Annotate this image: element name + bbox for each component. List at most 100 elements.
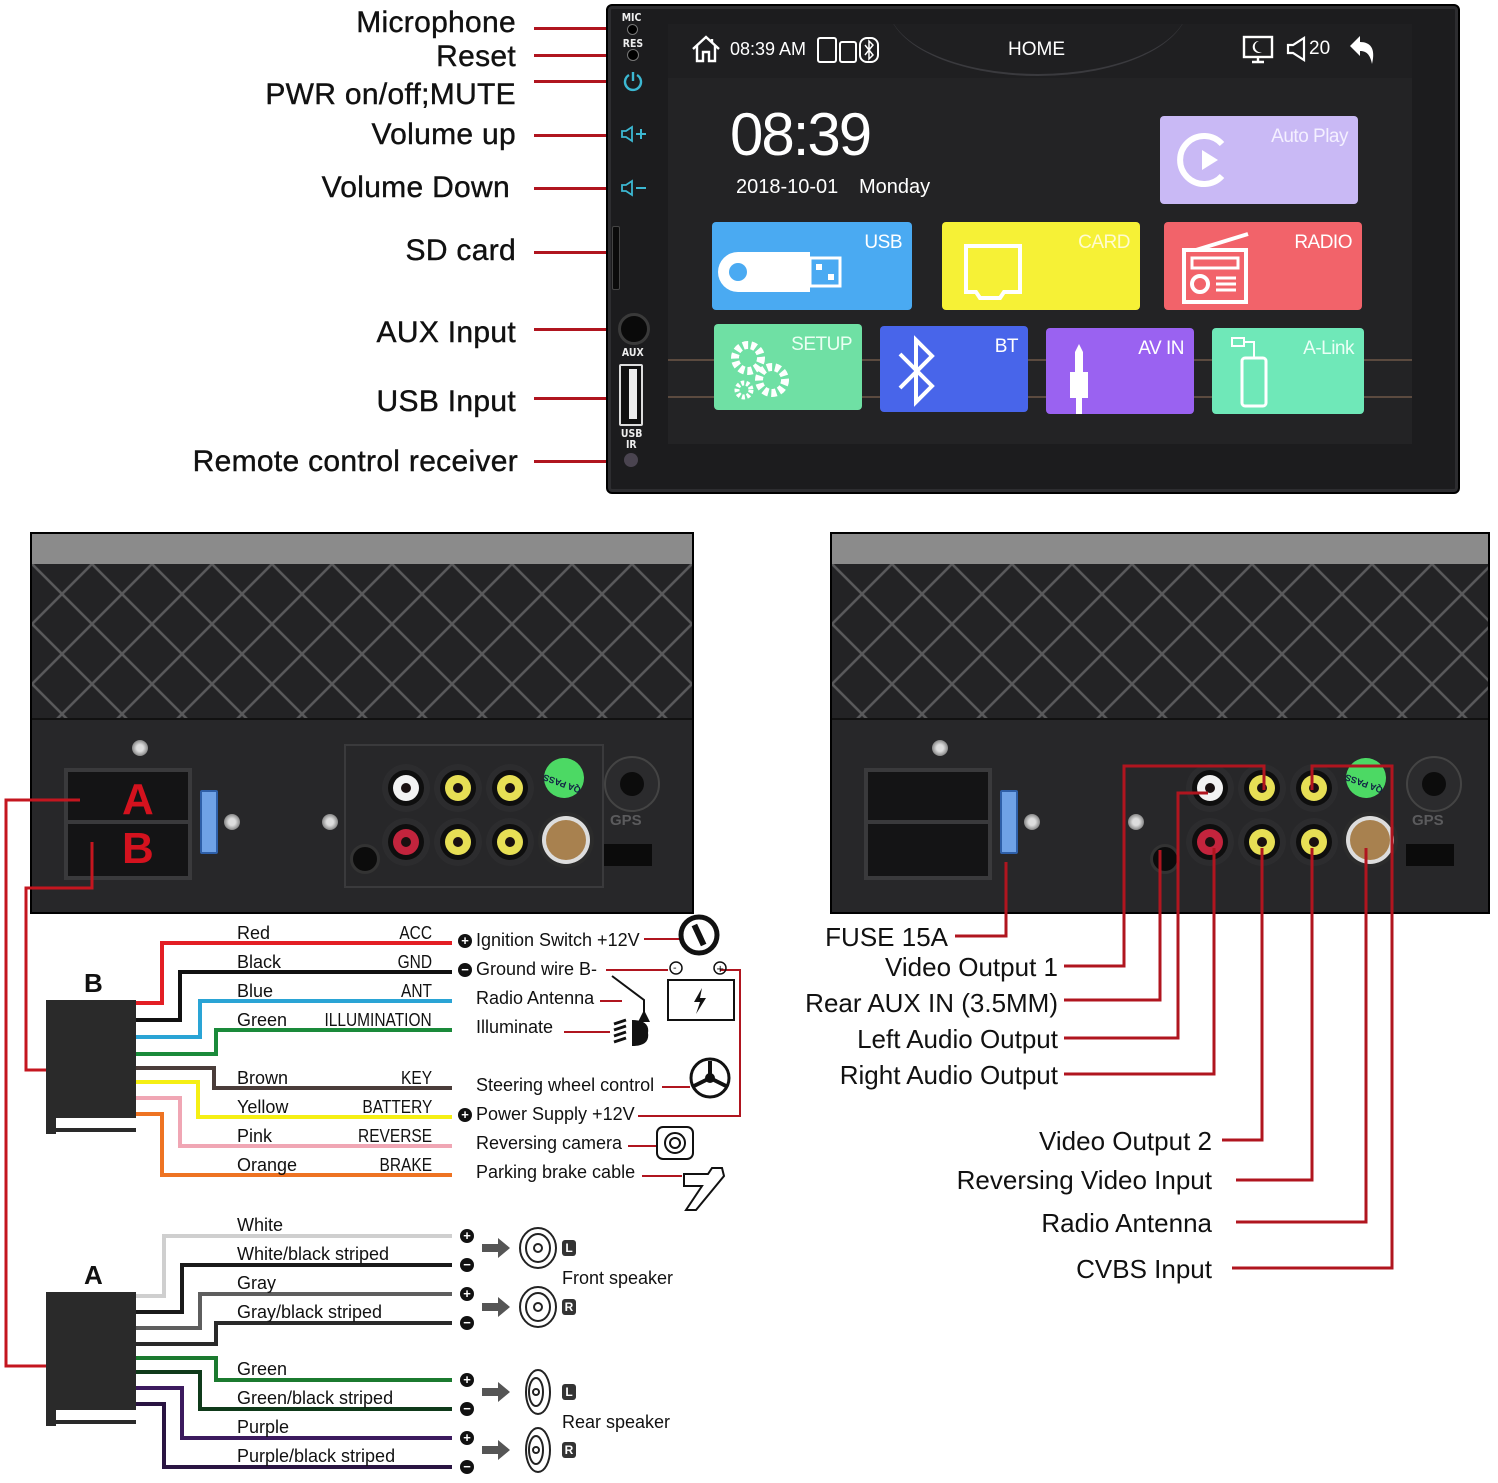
display-night-icon[interactable] [1242,35,1274,65]
positive-icon: + [460,1373,474,1387]
home-icon[interactable] [690,34,722,64]
volume-icon[interactable] [1286,36,1308,62]
rca-yellow-video-out-1[interactable] [1244,770,1280,806]
antenna-socket[interactable] [1350,820,1390,860]
fuse [1000,790,1018,854]
front-speaker-icon [519,1227,557,1269]
battery-icon: - + [667,961,735,1021]
aux-jack[interactable] [618,313,650,345]
wire-a-white [136,1234,452,1298]
gps-port[interactable] [604,756,660,812]
wire-b-brown [136,1066,452,1090]
wire-color-label: Green [237,1010,288,1030]
rear-speaker-label: Rear speaker [562,1412,671,1432]
iso-connector[interactable] [864,768,992,880]
radio-icon [1182,232,1249,304]
label-volume-down: Volume Down [321,171,510,204]
svg-text:-: - [673,963,677,974]
harness-a-letter: A [84,1260,103,1290]
tile-label: AV IN [1138,338,1184,359]
back-icon[interactable] [1348,34,1378,68]
wire-function-label: BATTERY [362,1097,432,1117]
volume-up-icon[interactable] [620,125,648,143]
media-status-icons [817,37,879,63]
wire-b-blue [136,999,452,1039]
rear-aux-jack[interactable] [1150,844,1180,874]
wire-function-label: KEY [401,1068,432,1088]
wire-color-label: White [237,1215,284,1235]
tile-bt[interactable]: BT [880,326,1028,412]
wire-destination-label: Ignition Switch +12V [476,930,640,950]
wire-function-label: BRAKE [379,1155,432,1175]
wire-destination-label: Radio Antenna [476,988,595,1008]
rear-connector-panel: A B QA PASS GPS [32,718,692,912]
wire-function-label: ACC [399,923,432,943]
screw [322,814,338,830]
wire-color-label: Brown [237,1068,289,1088]
wire-function-label: ANT [401,981,432,1001]
autoplay-icon [1177,133,1225,187]
rca-yellow-reverse-in[interactable] [1296,824,1332,860]
power-icon[interactable] [622,70,644,92]
audio-jack-icon [1070,344,1088,414]
screw [932,740,948,756]
rca-white-left-out[interactable] [388,770,424,806]
wire-a-white-black-striped [136,1263,452,1314]
speaker-channel-badge: L [562,1384,576,1400]
wire-a-green [136,1356,452,1382]
tile-label: RADIO [1294,232,1352,253]
rca-yellow-cvbs-in[interactable] [1296,770,1332,806]
tile-label: Auto Play [1271,126,1348,147]
rca-yellow-video-out-1[interactable] [440,770,476,806]
usb-port[interactable] [619,364,643,426]
rca-red-right-out[interactable] [1192,824,1228,860]
tile-radio[interactable]: RADIO [1164,222,1362,310]
label-aux-input: AUX Input [376,316,516,349]
wire-function-label: ILLUMINATION [324,1010,432,1030]
rca-yellow-reverse-in[interactable] [492,824,528,860]
arrow-right-icon [482,1440,510,1460]
reset-button[interactable] [627,49,639,61]
tile-avin[interactable]: AV IN [1046,328,1194,414]
ignition-key-icon [678,914,720,956]
wire-color-label: Gray [237,1273,277,1293]
arrow-right-icon [482,1297,510,1317]
wire-color-label: Black [237,952,282,972]
wire-b-pink [136,1096,452,1148]
sd-card-icon [964,244,1022,300]
volume-down-icon[interactable] [620,179,648,197]
wire-color-label: Orange [237,1155,298,1175]
rca-red-right-out[interactable] [388,824,424,860]
leader-line [534,397,626,400]
rca-yellow-cvbs-in[interactable] [492,770,528,806]
status-bar-arc [888,24,1188,76]
wire-function-label: GND [397,952,432,972]
tile-setup[interactable]: SETUP [714,324,862,410]
connector-a-label: A [122,775,154,824]
rca-yellow-video-out-2[interactable] [440,824,476,860]
wire-color-label: Purple [237,1417,290,1437]
rca-white-left-out[interactable] [1192,770,1228,806]
callout-fuse [955,862,1008,938]
tile-card[interactable]: CARD [942,222,1140,310]
harness-b-latch [56,1128,136,1132]
tile-autoplay[interactable]: Auto Play [1160,116,1358,204]
mic-label: MIC [621,11,642,24]
tile-alink[interactable]: A-Link [1212,328,1364,414]
status-time: 08:39 AM [730,39,807,59]
wire-destination-label: Steering wheel control [476,1075,655,1095]
wire-color-label: Red [237,923,271,943]
wire-b-yellow [136,1080,452,1119]
harness-a-latch [56,1420,136,1424]
wire-color-label: Blue [237,981,274,1001]
tile-usb[interactable]: USB [712,222,912,310]
wire-b-green [136,1028,452,1056]
gps-port[interactable] [1406,756,1462,812]
sd-card-slot[interactable] [612,226,620,290]
touch-screen: 08:39 AM HOME 20 08:39 2018-10-01 Monday… [668,24,1412,444]
callout-radio-antenna-label: Radio Antenna [1041,1208,1212,1238]
iso-connector[interactable] [64,768,192,880]
wire-destination-label: Illuminate [476,1017,554,1037]
antenna-socket[interactable] [546,820,586,860]
rear-aux-jack[interactable] [350,844,380,874]
